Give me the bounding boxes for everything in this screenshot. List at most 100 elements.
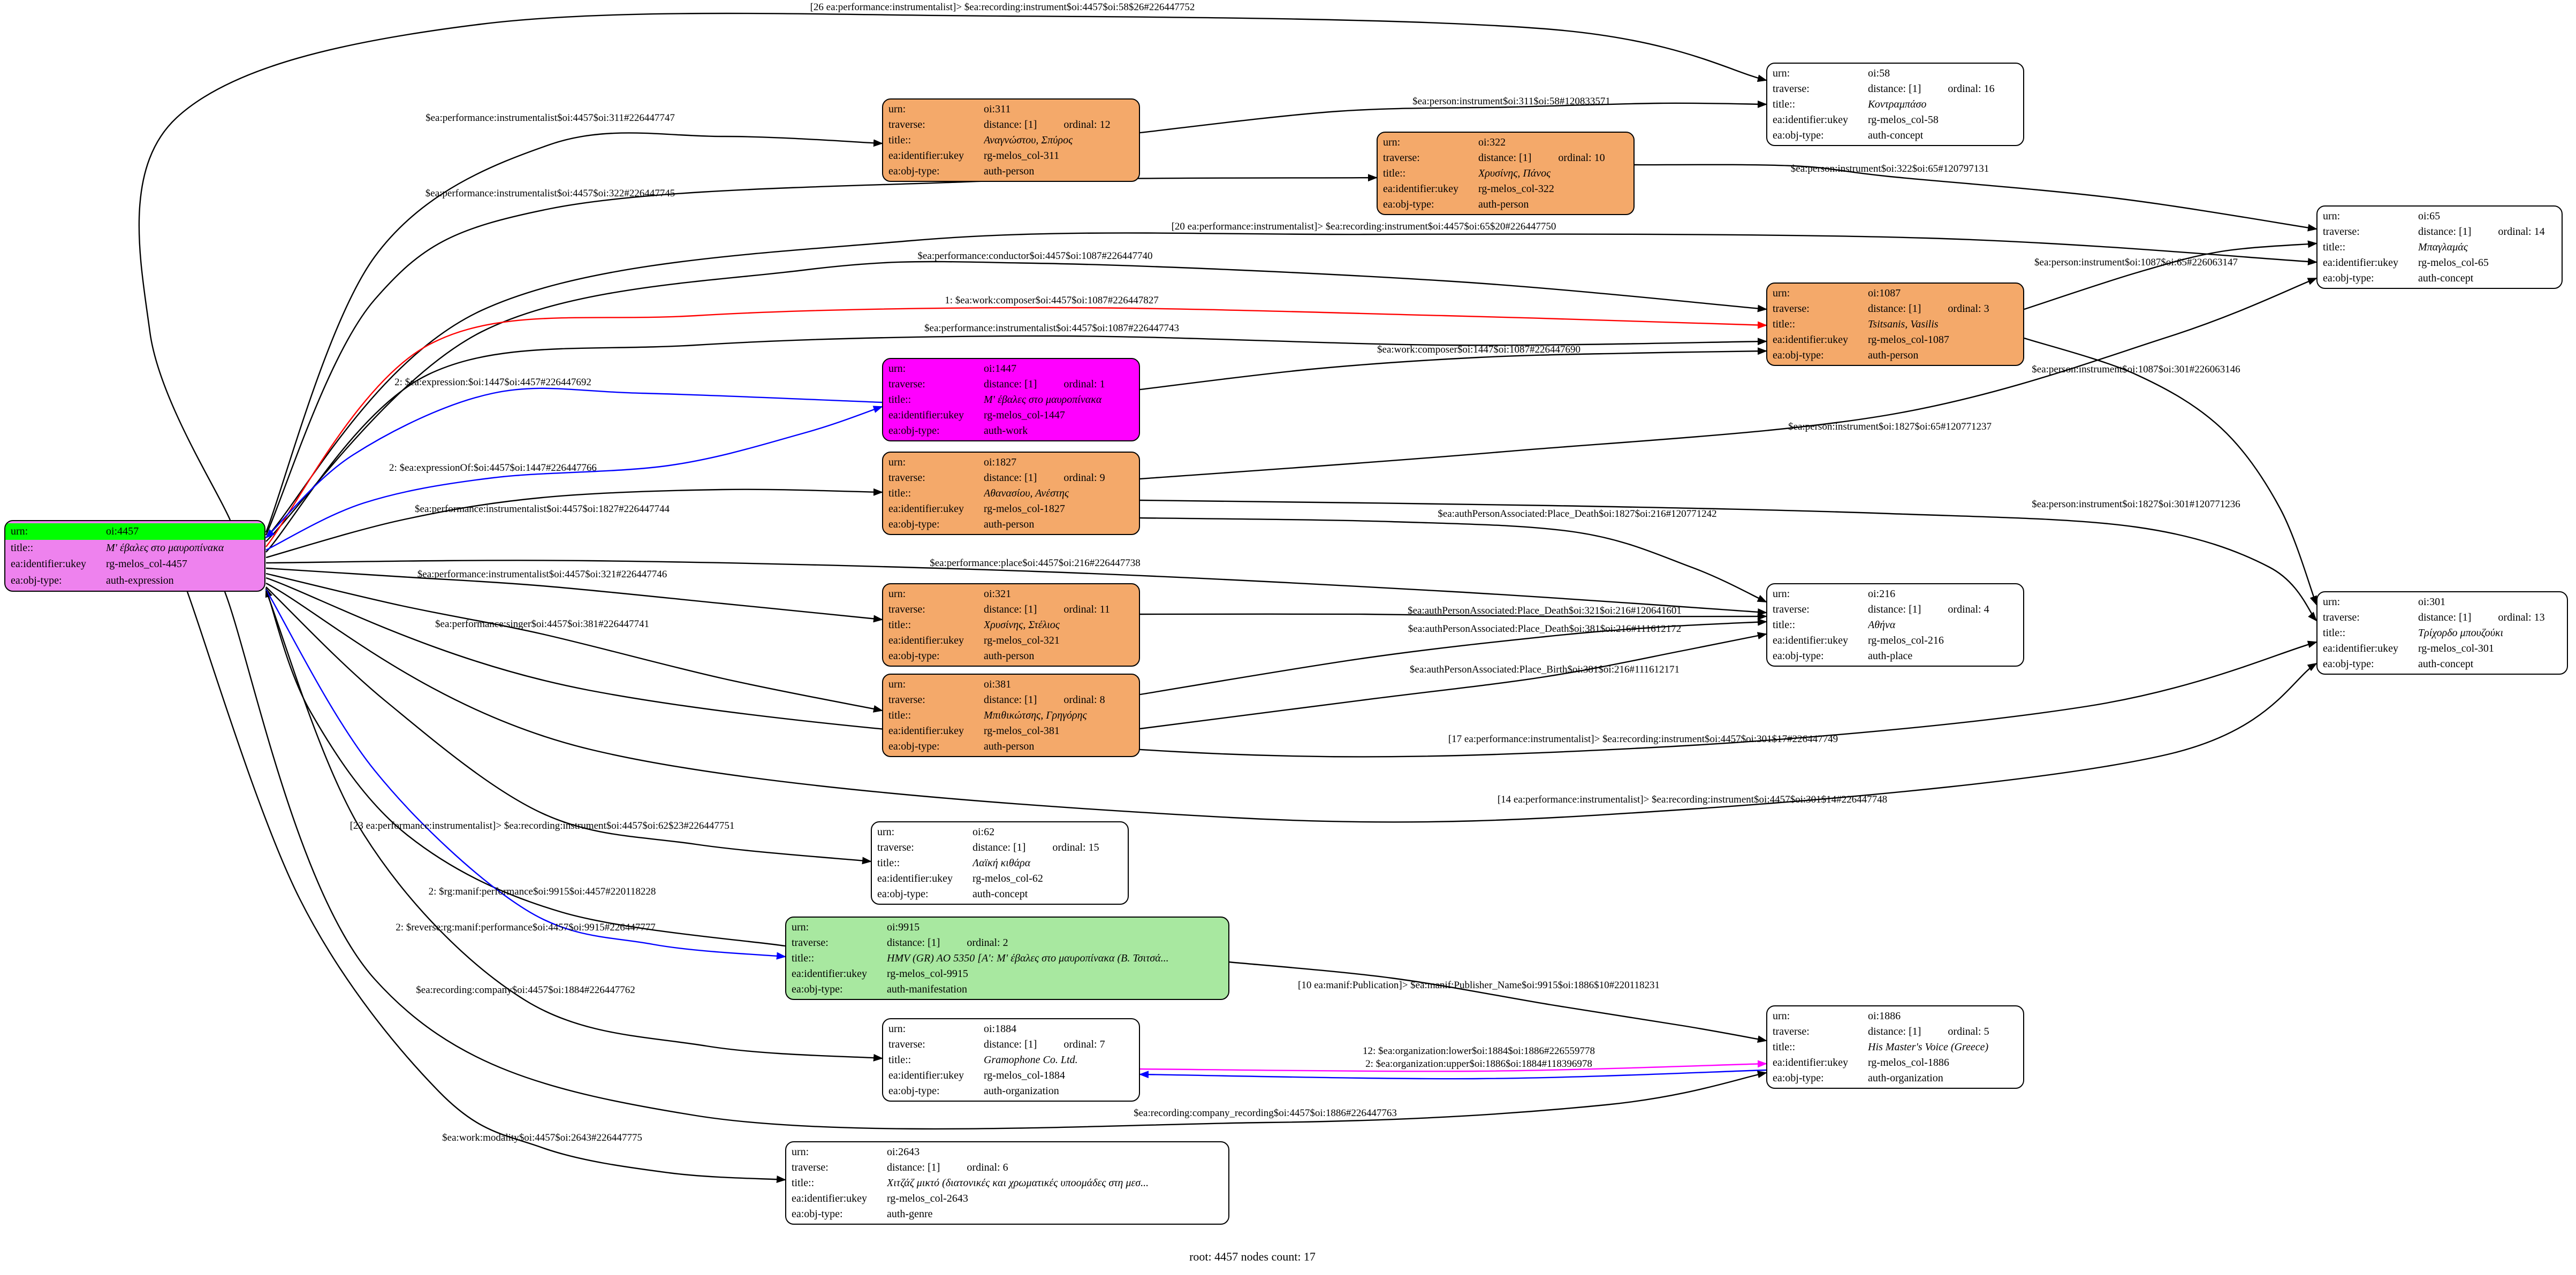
node-oi-322-row-obj-type: ea:obj-type:auth-person bbox=[1378, 196, 1633, 212]
node-oi-311-row-title: title::Αναγνώστου, Σπύρος bbox=[883, 133, 1139, 148]
row-value: Χιτζάζ μικτό (διατονικές και χρωματικές … bbox=[887, 1177, 1149, 1189]
edge-performance-instrumentalist-311 bbox=[265, 132, 883, 533]
row-key: title:: bbox=[792, 1177, 815, 1189]
row-value-ordinal: ordinal: 9 bbox=[1063, 472, 1105, 484]
edge-label-performance-instrumentalist-1827: $ea:performance:instrumentalist$oi:4457$… bbox=[415, 503, 670, 515]
row-value: distance: [1] bbox=[984, 119, 1037, 131]
node-oi-62-row-title: title::Λαϊκή κιθάρα bbox=[872, 856, 1128, 871]
row-key: ea:obj-type: bbox=[888, 518, 940, 530]
row-value: Μ' έβαλες στο μαυροπίνακα bbox=[984, 393, 1102, 406]
edge-recording-company-recording-1886 bbox=[224, 591, 1767, 1130]
row-value: auth-person bbox=[1478, 198, 1529, 210]
node-oi-2643-row-urn: urn:oi:2643 bbox=[786, 1144, 1228, 1160]
row-value: oi:58 bbox=[1868, 67, 1890, 80]
edge-label-authpersonassociated-place-death-321-216: $ea:authPersonAssociated:Place_Death$oi:… bbox=[1408, 605, 1682, 616]
node-oi-9915-row-traverse: traverse:distance: [1]ordinal: 2 bbox=[786, 935, 1228, 951]
row-value: distance: [1] bbox=[1868, 604, 1921, 616]
edge-authpersonassociated-place-death-381-216 bbox=[1139, 618, 1767, 696]
edge-label-organization-upper-1886-1884: 2: $ea:organization:upper$oi:1886$oi:188… bbox=[1365, 1058, 1592, 1070]
row-key: title:: bbox=[877, 857, 900, 869]
row-key: title:: bbox=[888, 134, 911, 146]
edge-authpersonassociated-place-death-321-216 bbox=[1139, 613, 1767, 621]
edge-label-organization-lower-1884-1886: 12: $ea:organization:lower$oi:1884$oi:18… bbox=[1363, 1045, 1595, 1057]
row-value: rg-melos_col-65 bbox=[2418, 256, 2489, 269]
node-oi-1087-row-traverse: traverse:distance: [1]ordinal: 3 bbox=[1767, 301, 2023, 317]
row-key: urn: bbox=[888, 678, 906, 691]
edge-label-rg-manif-performance-9915-4457: 2: $rg:manif:performance$oi:9915$oi:4457… bbox=[428, 886, 656, 897]
row-value: rg-melos_col-9915 bbox=[887, 967, 968, 980]
row-value: auth-expression bbox=[106, 574, 174, 586]
node-oi-321-row-obj-type: ea:obj-type:auth-person bbox=[883, 648, 1139, 663]
edge-person-instrument-1087-65 bbox=[2024, 240, 2317, 310]
node-oi-381-row-obj-type: ea:obj-type:auth-person bbox=[883, 738, 1139, 754]
node-oi-4457-row-urn: urn:oi:4457 bbox=[5, 523, 264, 540]
row-value: oi:2643 bbox=[887, 1146, 920, 1158]
edge-performance-conductor-1087 bbox=[265, 261, 1767, 542]
row-value: distance: [1] bbox=[1868, 303, 1921, 315]
row-value: rg-melos_col-58 bbox=[1868, 113, 1939, 126]
row-value: oi:1886 bbox=[1868, 1010, 1901, 1022]
edge-label-reverse-rg-manif-performance-4457-9915: 2: $reverse:rg:manif:performance$oi:4457… bbox=[396, 922, 656, 933]
row-key: ea:identifier:ukey bbox=[888, 149, 964, 162]
edge-work-modality-2643 bbox=[186, 591, 786, 1184]
row-value: oi:1827 bbox=[984, 456, 1017, 469]
node-oi-311-row-urn: urn:oi:311 bbox=[883, 102, 1139, 117]
row-value: distance: [1] bbox=[1478, 152, 1532, 164]
row-value: auth-person bbox=[984, 518, 1035, 530]
row-value: Μπιθικώτσης, Γρηγόρης bbox=[984, 709, 1087, 721]
row-key: title:: bbox=[1773, 318, 1796, 330]
row-value: auth-genre bbox=[887, 1208, 933, 1220]
node-oi-1886-row-obj-type: ea:obj-type:auth-organization bbox=[1767, 1070, 2023, 1086]
row-key: ea:identifier:ukey bbox=[1383, 182, 1459, 195]
node-oi-1447-row-traverse: traverse:distance: [1]ordinal: 1 bbox=[883, 377, 1139, 392]
row-key: title:: bbox=[2323, 627, 2346, 639]
row-key: ea:identifier:ukey bbox=[888, 409, 964, 421]
node-oi-65-row-traverse: traverse:distance: [1]ordinal: 14 bbox=[2317, 224, 2562, 240]
row-value: distance: [1] bbox=[984, 378, 1037, 391]
row-value: oi:381 bbox=[984, 678, 1012, 691]
row-key: urn: bbox=[1773, 1010, 1790, 1022]
edge-label-authpersonassociated-place-birth-381-216: $ea:authPersonAssociated:Place_Birth$oi:… bbox=[1409, 664, 1680, 675]
row-value: distance: [1] bbox=[1868, 83, 1921, 95]
row-value: Αθανασίου, Ανέστης bbox=[984, 487, 1069, 499]
edge-label-expression-1447-4457: 2: $ea:expression:$oi:1447$oi:4457#22644… bbox=[394, 377, 591, 388]
row-key: traverse: bbox=[2323, 226, 2360, 238]
edge-label-performance-instrumentalist-1087: $ea:performance:instrumentalist$oi:4457$… bbox=[924, 323, 1179, 334]
row-key: traverse: bbox=[2323, 612, 2360, 624]
row-value: auth-person bbox=[984, 165, 1035, 177]
row-key: urn: bbox=[877, 826, 895, 838]
row-key: ea:obj-type: bbox=[1773, 1072, 1824, 1084]
node-oi-1884-row-obj-type: ea:obj-type:auth-organization bbox=[883, 1083, 1139, 1098]
node-oi-1884-row-title: title::Gramophone Co. Ltd. bbox=[883, 1052, 1139, 1068]
node-oi-216-row-title: title::Αθήνα bbox=[1767, 617, 2023, 633]
node-oi-322-row-traverse: traverse:distance: [1]ordinal: 10 bbox=[1378, 150, 1633, 166]
node-oi-4457-row-obj-type: ea:obj-type:auth-expression bbox=[5, 572, 264, 589]
row-value-ordinal: ordinal: 3 bbox=[1948, 303, 1989, 315]
node-oi-216-row-urn: urn:oi:216 bbox=[1767, 586, 2023, 602]
root-summary: root: 4457 nodes count: 17 bbox=[1189, 1250, 1316, 1263]
row-key: traverse: bbox=[888, 604, 925, 616]
row-value-ordinal: ordinal: 12 bbox=[1063, 119, 1111, 131]
edge-organization-lower-1884-1886 bbox=[1139, 1060, 1767, 1072]
row-value: distance: [1] bbox=[887, 937, 940, 949]
node-oi-2643-row-title: title::Χιτζάζ μικτό (διατονικές και χρωμ… bbox=[786, 1175, 1228, 1191]
row-value: rg-melos_col-321 bbox=[984, 634, 1060, 646]
edge-rg-manif-performance-9915-4457 bbox=[265, 587, 786, 947]
node-oi-321-row-title: title::Χρυσίνης, Στέλιος bbox=[883, 617, 1139, 633]
row-key: urn: bbox=[792, 921, 809, 934]
row-value-ordinal: ordinal: 2 bbox=[967, 937, 1008, 949]
edge-label-person-instrument-322-65: $ea:person:instrument$oi:322$oi:65#12079… bbox=[1790, 163, 1989, 174]
row-key: traverse: bbox=[1773, 83, 1810, 95]
